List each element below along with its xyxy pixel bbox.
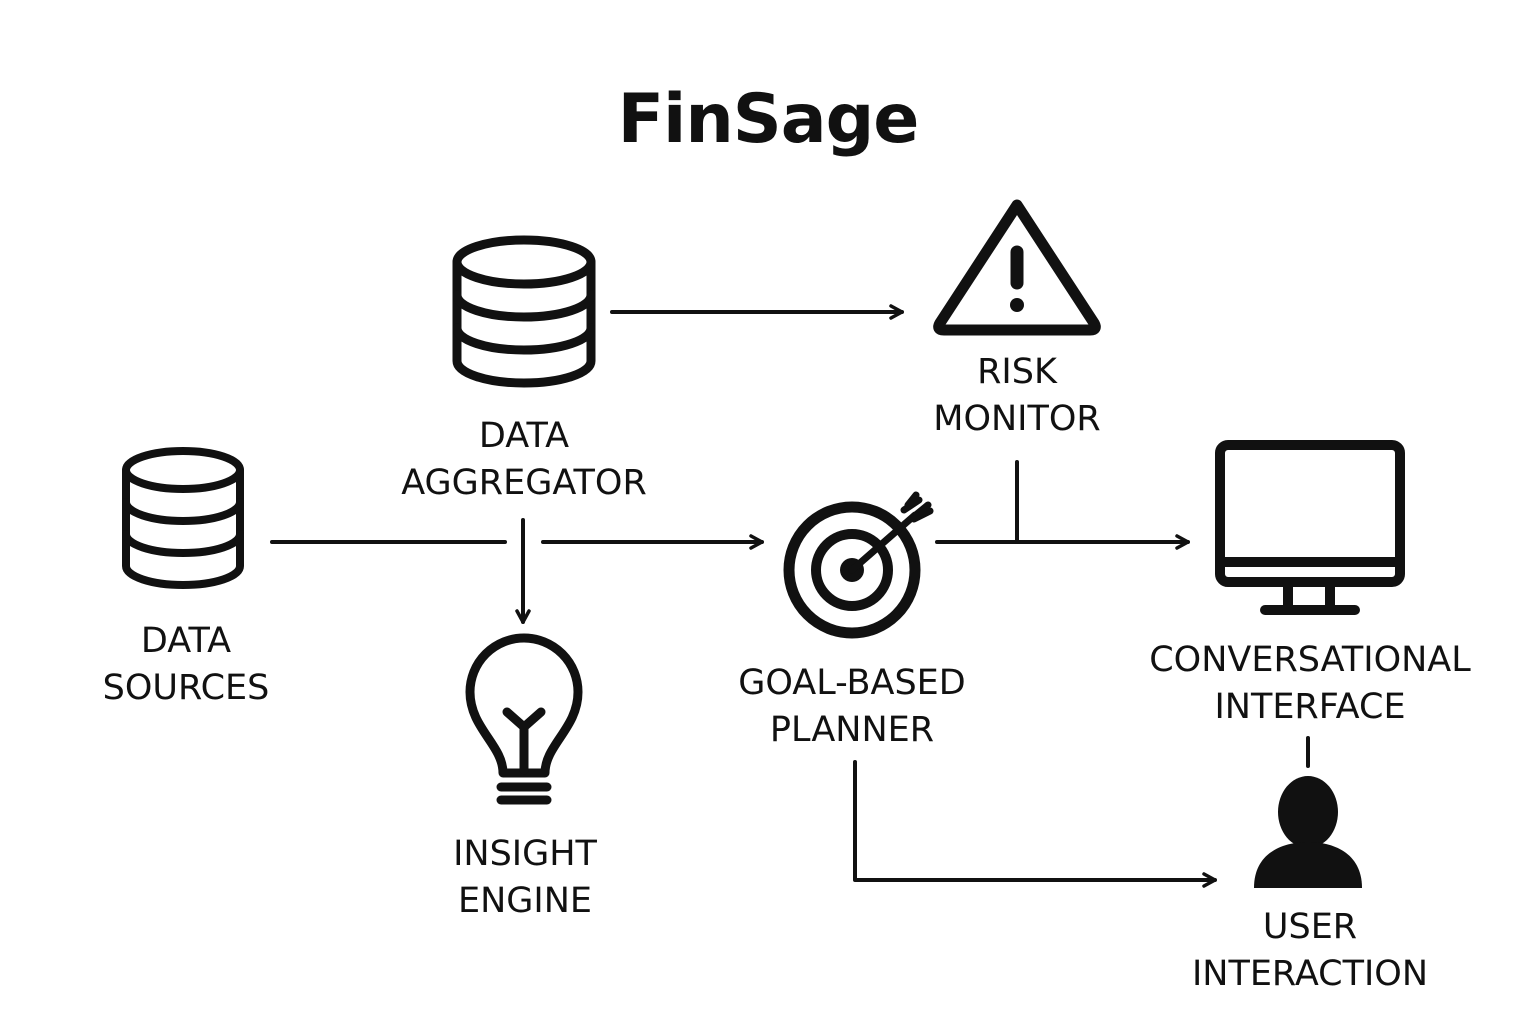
warning-triangle-icon xyxy=(933,199,1101,336)
label-data-sources: DATA SOURCES xyxy=(102,621,270,708)
label-goal-planner: GOAL-BASED PLANNER xyxy=(738,663,966,750)
target-icon xyxy=(783,491,934,639)
database-icon xyxy=(122,447,244,589)
database-icon xyxy=(452,235,596,388)
arrow-planner-to-user xyxy=(853,760,1217,888)
label-risk-monitor: RISK MONITOR xyxy=(933,352,1101,439)
label-insight-engine: INSIGHT ENGINE xyxy=(453,834,597,921)
monitor-icon xyxy=(1215,440,1405,615)
label-conversational-interface: CONVERSATIONAL INTERFACE xyxy=(1149,640,1471,727)
lightbulb-icon xyxy=(465,633,583,805)
user-icon xyxy=(1254,776,1362,888)
label-user-interaction: USER INTERACTION xyxy=(1191,907,1429,994)
diagram-title: FinSage xyxy=(617,80,920,159)
label-data-aggregator: DATA AGGREGATOR xyxy=(401,416,647,503)
